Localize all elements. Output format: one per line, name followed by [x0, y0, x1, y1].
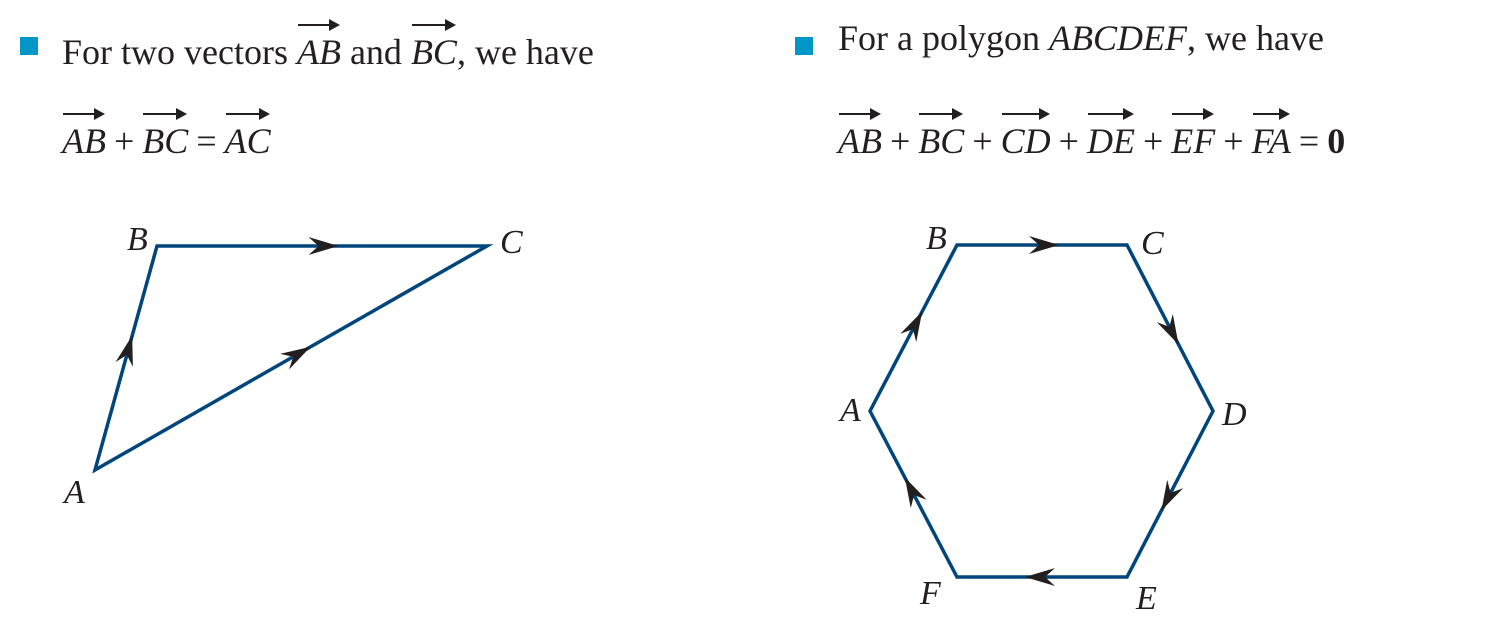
arrow-ab — [115, 335, 133, 367]
vector-ab: AB — [297, 16, 341, 74]
eq-vector-de: DE — [1087, 105, 1135, 163]
label-e: E — [1135, 580, 1157, 617]
eq-plus: + — [113, 121, 135, 161]
arrow-ef — [1025, 568, 1055, 586]
right-equation: AB+BC+CD+DE+EF+FA=0 — [838, 105, 1345, 163]
hexagon-diagram: A B C D E F — [838, 220, 1247, 617]
triangle-diagram: A B C — [62, 221, 523, 511]
arrow-ab — [900, 311, 923, 343]
label-a: A — [62, 474, 85, 511]
arrow-bc — [308, 237, 339, 255]
vector-bc: BC — [411, 16, 457, 74]
triangle-edges — [92, 244, 494, 474]
right-intro-text2: , we have — [1186, 18, 1324, 58]
right-intro-line: For a polygon ABCDEF, we have — [838, 16, 1324, 60]
eq-plus: + — [1058, 121, 1079, 161]
eq-plus: + — [972, 121, 993, 161]
left-intro-text2: , we have — [456, 32, 594, 72]
polygon-name: ABCDEF — [1049, 18, 1187, 58]
right-intro-text1: For a polygon — [838, 18, 1049, 58]
eq-vector-bc: BC — [142, 105, 188, 163]
arrow-fa — [904, 477, 927, 509]
label-d: D — [1221, 396, 1247, 433]
eq-vector-ab: AB — [62, 105, 106, 163]
left-intro-text1: For two vectors — [62, 32, 297, 72]
left-equation: AB+BC=AC — [62, 105, 271, 163]
eq-plus: + — [1223, 121, 1244, 161]
eq-vector-ef: EF — [1171, 105, 1215, 163]
hexagon-edges — [868, 243, 1215, 579]
left-intro-and: and — [340, 32, 411, 72]
eq-vector-bc: BC — [918, 105, 964, 163]
left-intro-line: For two vectors AB and BC, we have — [62, 16, 594, 74]
eq-vector-fa: FA — [1252, 105, 1291, 163]
arrow-bc — [1029, 236, 1059, 254]
eq-vector-ab: AB — [838, 105, 882, 163]
label-b: B — [926, 220, 947, 257]
eq-equals: = — [196, 121, 217, 161]
eq-equals: = — [1298, 121, 1320, 161]
right-bullet-square — [795, 37, 813, 55]
label-b: B — [127, 221, 148, 258]
arrow-de — [1161, 479, 1184, 511]
eq-plus: + — [889, 121, 911, 161]
eq-vector-cd: CD — [1001, 105, 1051, 163]
label-c: C — [500, 224, 523, 261]
left-bullet-square — [20, 37, 38, 55]
eq-vector-ac: AC — [225, 105, 271, 163]
eq-plus: + — [1142, 121, 1164, 161]
label-c: C — [1141, 225, 1164, 262]
label-a: A — [838, 392, 861, 429]
zero-vector: 0 — [1327, 121, 1346, 161]
arrow-ac — [280, 346, 311, 370]
arrow-cd — [1156, 313, 1179, 345]
label-f: F — [919, 575, 942, 612]
